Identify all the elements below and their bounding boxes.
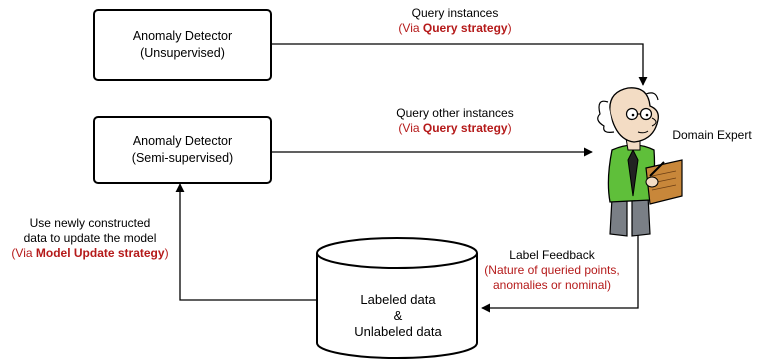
query-other-strategy-line: (Via Query strategy) (398, 121, 512, 135)
detector-unsupervised-title: Anomaly Detector (132, 29, 233, 43)
database-cylinder (316, 237, 478, 359)
detector-semisupervised-title: Anomaly Detector (132, 134, 233, 148)
label-feedback-label: Label Feedback (Nature of queried points… (468, 248, 636, 293)
model-update-label: Use newly constructed data to update the… (4, 216, 176, 261)
database-line3: Unlabeled data (354, 324, 442, 339)
query-other-label: Query other instances (Via Query strateg… (340, 106, 570, 136)
query-instances-strategy-line: (Via Query strategy) (398, 21, 512, 35)
database-label: Labeled data & Unlabeled data (318, 292, 478, 340)
arrow-query-instances (272, 43, 648, 86)
label-feedback-detail-2: anomalies or nominal) (492, 278, 612, 292)
domain-expert-label: Domain Expert (672, 128, 752, 142)
model-update-strategy-line: (Via Model Update strategy) (11, 246, 169, 260)
database-line1: Labeled data (360, 292, 436, 307)
anomaly-detector-unsupervised-box: Anomaly Detector (Unsupervised) (93, 9, 272, 81)
arrow-label-feedback (481, 235, 639, 313)
query-instances-label: Query instances (Via Query strategy) (355, 6, 555, 36)
database-line2: & (393, 308, 403, 323)
domain-expert-icon (597, 87, 683, 237)
query-instances-text: Query instances (411, 6, 499, 20)
anomaly-detector-semisupervised-box: Anomaly Detector (Semi-supervised) (93, 116, 272, 184)
arrow-model-update (175, 183, 318, 301)
label-feedback-title: Label Feedback (509, 248, 595, 262)
model-update-line2: data to update the model (23, 231, 157, 245)
detector-unsupervised-subtitle: (Unsupervised) (140, 46, 225, 60)
query-other-text: Query other instances (396, 106, 514, 120)
detector-semisupervised-subtitle: (Semi-supervised) (131, 151, 234, 165)
label-feedback-detail-1: (Nature of queried points, (484, 263, 620, 277)
model-update-line1: Use newly constructed (29, 216, 151, 230)
